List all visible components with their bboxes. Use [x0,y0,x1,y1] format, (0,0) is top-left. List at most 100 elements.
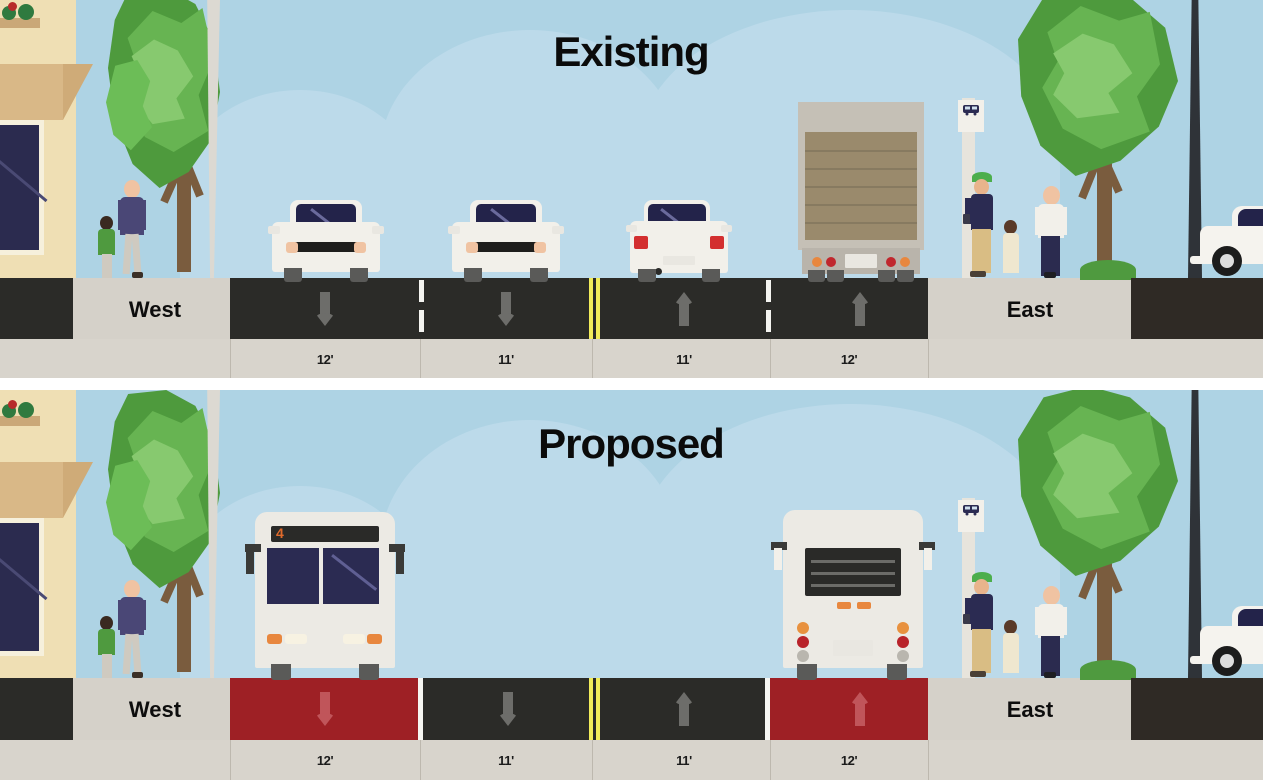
west-building-awning [0,462,63,518]
box-truck-rear-eastbound-outer [798,102,924,282]
brake-lamp [797,636,809,648]
reverse-lamp [897,650,909,662]
dimension-tick [928,339,929,378]
west-building-window [0,120,44,255]
pedestrian-adult-east [1035,586,1067,678]
dimension-tick [592,339,593,378]
lane-arrow-down [496,292,516,326]
centerline-yellow-right [596,278,600,339]
bus-front-westbound: 4 [243,512,406,680]
lane-arrow-up [674,292,694,326]
lane-width-label: 11' [676,753,692,768]
car-front-westbound-outer [268,200,384,282]
lane-arrow-down [315,292,335,326]
pedestrian-adult-west [118,580,146,678]
lane-width-label: 12' [840,753,858,768]
pedestrian-waiting-at-stop [963,172,996,278]
panel-existing: Existing [0,0,1263,378]
marker-lamp [837,602,851,609]
dimension-tick [230,339,231,378]
dimension-tick [420,740,421,780]
west-direction-label: West [128,297,182,322]
lane-arrow-up [674,692,694,726]
phone [963,214,970,224]
utility-pole [1188,0,1202,278]
dimension-tick [928,740,929,780]
lane-existing-4 [770,278,928,339]
lane-arrow-up [850,292,870,326]
turn-lamp [900,257,910,267]
bus-lane-arrow-up [850,692,870,726]
panel-proposed: Proposed [0,390,1263,780]
lane-width-label: 12' [316,352,334,367]
green-cap [972,172,992,182]
dimension-strip [0,740,1263,780]
tree-base-shrub [1080,260,1136,280]
lane-dash-west [419,280,424,302]
flower-foliage [18,402,34,418]
brake-lamp [897,636,909,648]
lane-arrow-down [498,692,518,726]
centerline-yellow-left [589,278,593,339]
bus-icon [963,105,979,116]
lane-proposed-4 [770,678,928,740]
west-building-awning-side [63,462,93,518]
pedestrian-child-east [1000,220,1022,278]
centerline-yellow-left [589,678,593,740]
west-building-flower-box [0,18,40,28]
pedestrian-adult-west [118,180,146,278]
east-sidewalk [928,678,1131,740]
west-sidewalk [73,278,230,339]
west-building-flower-box [0,416,40,426]
flower-bloom [8,400,17,409]
pedestrian-child-west [96,616,118,678]
panel-title-proposed: Proposed [538,420,725,467]
bus-rear-eastbound [765,510,940,680]
pedestrian-child-west [96,216,118,278]
west-sidewalk [73,678,230,740]
brake-lamp [886,257,896,267]
green-cap [972,572,992,582]
lane-dash-east [766,310,771,332]
lane-width-label: 12' [316,753,334,768]
west-building-awning-side [63,64,93,120]
marker-lamp [857,602,871,609]
tree-base-shrub [1080,660,1136,680]
lane-width-label: 12' [840,352,858,367]
parked-car-side-view [1190,200,1263,280]
bus-stop-sign-pole [962,98,975,278]
east-outer-roadway [1131,678,1263,740]
reverse-lamp [797,650,809,662]
east-direction-label: East [1006,297,1054,322]
turn-lamp [897,622,909,634]
bus-lane-divider-west [418,678,423,740]
bus-lane-divider-east [765,678,770,740]
lane-width-label: 11' [498,753,514,768]
pedestrian-adult-east [1035,186,1067,278]
pedestrian-waiting-at-stop [963,572,996,678]
east-outer-roadway [1131,278,1263,339]
panel-divider [0,378,1263,390]
bus-stop-sign-pole [962,498,975,678]
dimension-tick [420,339,421,378]
east-direction-label: East [1006,697,1054,722]
brake-lamp [826,257,836,267]
turn-lamp [797,622,809,634]
dimension-strip [0,339,1263,378]
west-building-awning [0,64,63,120]
lane-width-label: 11' [676,352,692,367]
centerline-yellow-right [596,678,600,740]
bus-route-number: 4 [276,525,284,541]
east-sidewalk [928,278,1131,339]
dimension-tick [770,339,771,378]
lane-dash-east [766,280,771,302]
bus-lane-arrow-down [315,692,335,726]
dimension-tick [770,740,771,780]
flower-bloom [8,2,17,11]
turn-lamp [812,257,822,267]
west-direction-label: West [128,697,182,722]
west-building-window [0,518,44,656]
pedestrian-child-east [1000,620,1022,678]
lane-dash-west [419,310,424,332]
